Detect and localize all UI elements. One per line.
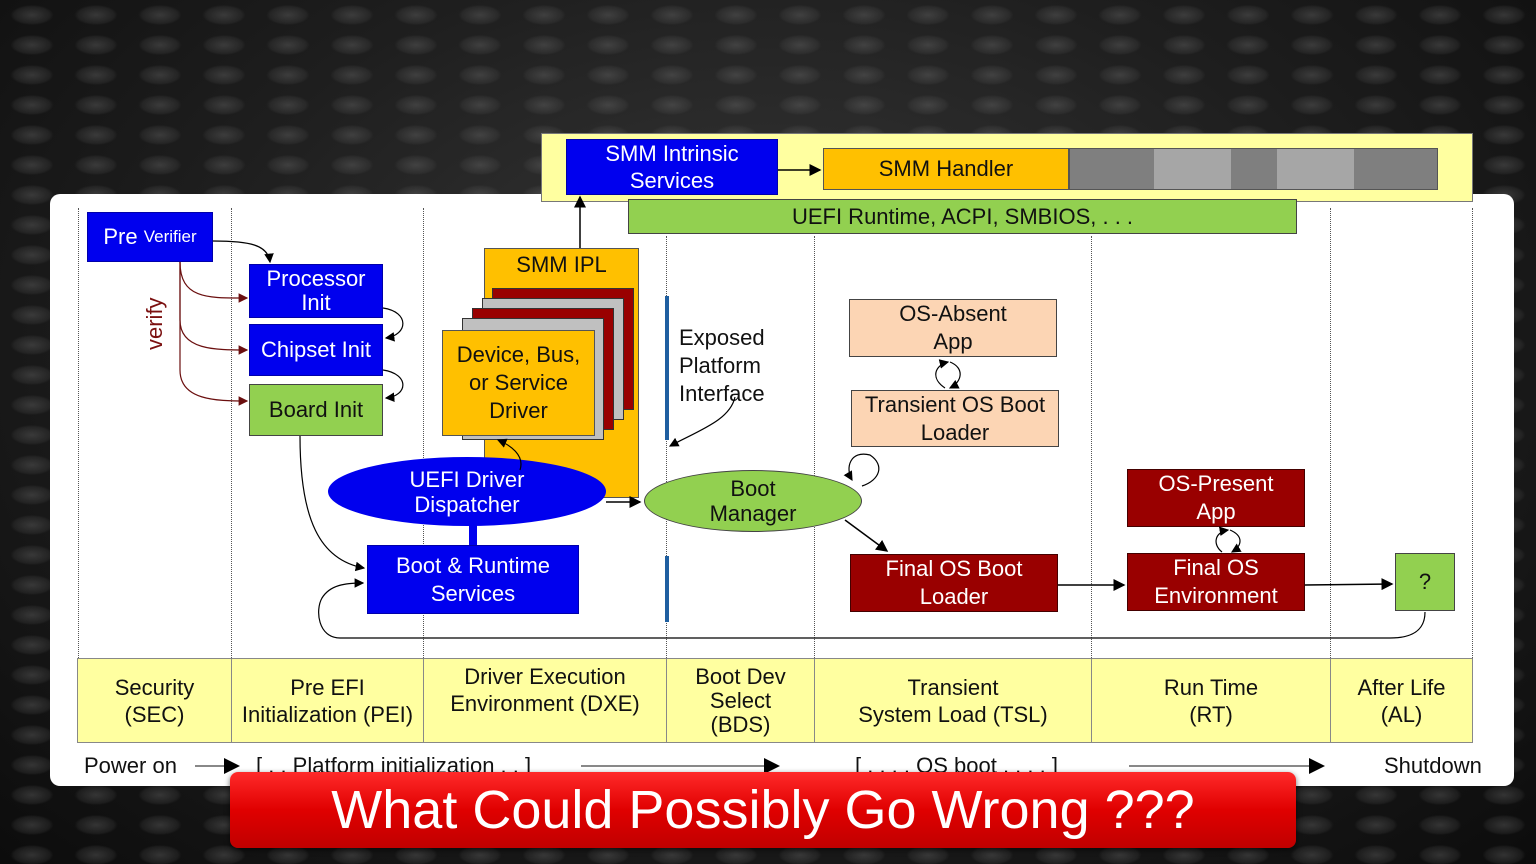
boot-manager-line: Manager — [709, 501, 797, 526]
phase-divider — [1330, 208, 1331, 658]
exposed-platform-interface-label: Exposed Platform Interface — [679, 324, 765, 408]
final-env-line: Final OS — [1173, 555, 1259, 580]
phase-divider — [1091, 236, 1092, 658]
pre-verifier-pre: Pre — [103, 224, 138, 249]
phase-pei: Pre EFI Initialization (PEI) — [231, 658, 424, 743]
boot-runtime-services-box: Boot & Runtime Services — [367, 545, 579, 614]
phase-rt: Run Time (RT) — [1091, 658, 1331, 743]
slot — [1354, 149, 1437, 189]
phase-divider — [231, 208, 232, 658]
shutdown-label: Shutdown — [1384, 753, 1482, 778]
final-loader-line: Loader — [919, 584, 989, 609]
phase-sec: Security (SEC) — [77, 658, 232, 743]
phase-line: (BDS) — [710, 711, 771, 737]
phase-line: Security — [114, 674, 195, 700]
boot-manager-line: Boot — [730, 476, 776, 501]
slot — [1231, 149, 1277, 189]
phase-line: Environment (DXE) — [450, 691, 640, 716]
transient-os-boot-loader-box: Transient OS Boot Loader — [851, 390, 1059, 447]
device-driver-line: Driver — [489, 398, 548, 423]
boot-runtime-line: Boot & Runtime — [395, 552, 551, 578]
chipset-init-box: Chipset Init — [249, 324, 383, 376]
final-os-boot-loader-box: Final OS Boot Loader — [850, 554, 1058, 612]
processor-init-box: Processor Init — [249, 264, 383, 318]
boot-manager: Boot Manager — [644, 470, 862, 532]
phase-tsl: Transient System Load (TSL) — [814, 658, 1092, 743]
final-env-line: Environment — [1154, 583, 1278, 608]
os-present-app-box: OS-Present App — [1127, 469, 1305, 527]
transient-loader-line: Transient OS Boot — [864, 391, 1046, 417]
dispatcher-line: UEFI Driver — [409, 466, 525, 492]
phase-divider — [666, 236, 667, 658]
os-present-line: App — [1196, 499, 1236, 524]
phase-line: Select — [709, 687, 772, 713]
phase-line: Pre EFI — [290, 674, 365, 700]
exposed-line: Exposed — [679, 325, 765, 350]
exposed-line: Interface — [679, 381, 765, 406]
dispatcher-line: Dispatcher — [414, 491, 520, 517]
smm-handler-slots — [1069, 148, 1438, 190]
phase-divider — [423, 208, 424, 658]
phase-line: Initialization (PEI) — [241, 701, 414, 727]
phase-line: (SEC) — [124, 701, 185, 727]
os-absent-app-box: OS-Absent App — [849, 299, 1057, 357]
final-os-environment-box: Final OS Environment — [1127, 553, 1305, 611]
smm-intrinsic-services-box: SMM Intrinsic Services — [566, 139, 778, 195]
platform-interface-bar — [665, 296, 669, 440]
phase-line: (AL) — [1380, 701, 1423, 727]
phase-divider — [78, 208, 79, 658]
pre-verifier-box: Pre Verifier — [87, 212, 213, 262]
final-loader-line: Final OS Boot — [885, 556, 1023, 581]
after-life-unknown-box: ? — [1395, 553, 1455, 611]
uefi-driver-dispatcher: UEFI Driver Dispatcher — [328, 457, 606, 526]
device-driver-line: Device, Bus, — [456, 342, 581, 367]
headline-banner: What Could Possibly Go Wrong ??? — [230, 772, 1296, 848]
board-init-box: Board Init — [249, 384, 383, 436]
phase-line: After Life — [1357, 674, 1446, 700]
os-absent-line: OS-Absent — [899, 301, 1007, 326]
device-bus-service-driver-box: Device, Bus, or Service Driver — [442, 330, 595, 436]
slot — [1276, 149, 1355, 189]
phase-bds: Boot Dev Select (BDS) — [666, 658, 815, 743]
boot-runtime-line: Services — [430, 580, 516, 606]
phase-dxe: Driver Execution Environment (DXE) — [423, 658, 667, 743]
phase-line: Driver Execution — [464, 664, 626, 689]
os-present-line: OS-Present — [1158, 471, 1274, 496]
phase-al: After Life (AL) — [1330, 658, 1473, 743]
uefi-runtime-bar: UEFI Runtime, ACPI, SMBIOS, . . . — [628, 199, 1297, 234]
slot — [1070, 149, 1154, 189]
phase-line: Boot Dev — [695, 663, 786, 689]
pre-verifier-small: Verifier — [143, 227, 197, 246]
dispatcher-connector — [469, 521, 477, 547]
device-driver-line: or Service — [468, 370, 569, 395]
phase-divider — [814, 236, 815, 658]
os-absent-line: App — [933, 329, 973, 354]
transient-loader-line: Loader — [920, 419, 990, 445]
phase-line: System Load (TSL) — [858, 701, 1048, 727]
exposed-line: Platform — [679, 353, 761, 378]
phase-divider — [1472, 208, 1473, 658]
smm-handler-box: SMM Handler — [823, 148, 1069, 190]
slot — [1153, 149, 1232, 189]
platform-interface-bar — [665, 556, 669, 622]
phase-line: Run Time — [1163, 674, 1259, 700]
phase-line: Transient — [907, 674, 999, 700]
phase-line: (RT) — [1189, 701, 1233, 727]
power-on-label: Power on — [84, 753, 177, 778]
